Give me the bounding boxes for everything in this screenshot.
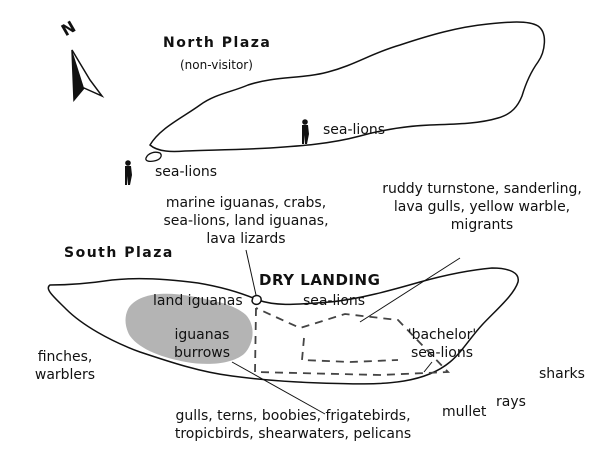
channel-left-list: marine iguanas, crabs, sea-lions, land i… (150, 194, 342, 248)
seabirds-line-2: tropicbirds, shearwaters, pelicans (174, 426, 412, 442)
finches-label: finches, warblers (28, 348, 102, 384)
finches-line-2: warblers (34, 367, 96, 383)
leader-seabirds (231, 361, 326, 415)
sea-lions-north-east: sea-lions (323, 122, 386, 138)
seabirds-line-1: gulls, terns, boobies, frigatebirds, (175, 408, 411, 424)
sea-lions-north-west: sea-lions (155, 164, 218, 180)
iguana-burrows-line-2: burrows (173, 345, 231, 361)
north-plaza-name: North Plaza (163, 35, 272, 51)
sea-lions-south: sea-lions (303, 293, 366, 309)
person-icon (302, 119, 309, 144)
bachelor-line-2: sea-lions (410, 345, 474, 361)
seabirds-list: gulls, terns, boobies, frigatebirds, tro… (148, 407, 438, 443)
dry-landing-label: DRY LANDING (259, 271, 381, 289)
trail-outer (254, 307, 451, 376)
mullet-label: mullet (442, 404, 487, 420)
leader-migrants (359, 257, 461, 323)
landing-mark (251, 294, 262, 306)
north-plaza-note: (non-visitor) (180, 58, 253, 72)
iguana-burrows-label: iguanas burrows (165, 326, 239, 362)
channel-right-line-1: ruddy turnstone, sanderling, (382, 181, 582, 197)
north-islet (145, 151, 162, 163)
rays-label: rays (496, 394, 526, 410)
channel-right-line-3: migrants (450, 217, 514, 233)
north-arrow-icon (71, 49, 105, 102)
south-plaza-name: South Plaza (64, 245, 174, 261)
leader-dry-landing (245, 249, 257, 296)
channel-left-line-1: marine iguanas, crabs, (165, 195, 327, 211)
trail-inner (301, 337, 399, 363)
channel-right-line-2: lava gulls, yellow warble, (393, 199, 571, 215)
bachelor-line-1: 'bachelor' (407, 327, 477, 343)
iguana-burrows-line-1: iguanas (174, 327, 230, 343)
iguana-zone (125, 293, 253, 364)
channel-right-list: ruddy turnstone, sanderling, lava gulls,… (376, 180, 588, 234)
sharks-label: sharks (539, 366, 585, 382)
channel-left-line-2: sea-lions, land iguanas, (163, 213, 329, 229)
bachelor-sea-lions-label: 'bachelor' sea-lions (394, 326, 490, 362)
land-iguanas-label: land iguanas (153, 293, 243, 309)
finches-line-1: finches, (37, 349, 93, 365)
leader-bachelor (423, 361, 433, 373)
person-icon (125, 160, 132, 185)
north-plaza-island (149, 21, 546, 153)
channel-left-line-3: lava lizards (206, 231, 286, 247)
